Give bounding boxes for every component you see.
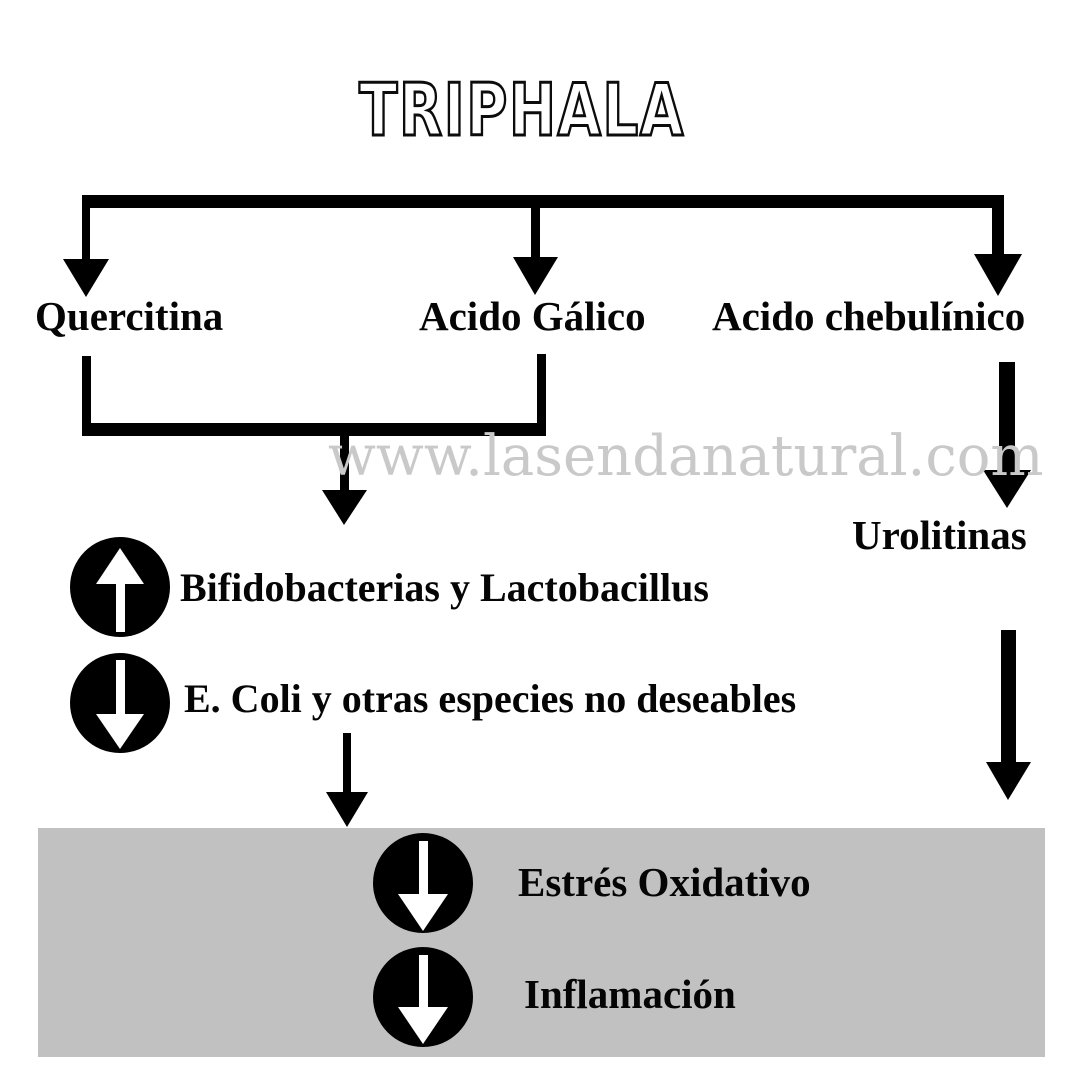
branch-center-stem (531, 208, 540, 261)
urolitinas-arrowhead-icon (986, 762, 1031, 800)
branch-left-arrowhead-icon (63, 259, 109, 297)
watermark: www.lasendanatural.com (328, 424, 1044, 489)
page-title: TRIPHALA (358, 67, 685, 154)
branch-right-stem (992, 195, 1004, 257)
quercitina-galico-bracket (82, 354, 546, 525)
metabolite-label-urolitinas: Urolitinas (852, 512, 1027, 558)
branch-center-arrowhead-icon (513, 257, 558, 295)
outcome-box (38, 828, 1045, 1057)
branch-right-arrowhead-icon (974, 254, 1022, 296)
bracket-horizontal-bar (82, 423, 546, 436)
oxidative-stress-decrease-badge down-arrow-icon (373, 833, 473, 933)
bracket-down-arrowhead-icon (322, 490, 367, 525)
increase-badge up-arrow-icon (70, 537, 170, 637)
microbiome-arrowhead-icon (326, 792, 368, 827)
bracket-right-vertical (537, 354, 546, 435)
microbiome-down-arrow (326, 733, 368, 827)
urolitinas-arrow-stem (1001, 630, 1016, 765)
chebulinico-arrowhead-icon (983, 470, 1031, 508)
urolitinas-down-arrow (986, 630, 1031, 800)
gut-effect-label-decrease: E. Coli y otras especies no deseables (184, 676, 797, 721)
branch-label-acido-chebulinico: Acido chebulínico (712, 293, 1026, 339)
microbiome-arrow-stem (343, 733, 351, 794)
decrease-badge down-arrow-icon (70, 653, 170, 753)
triphala-branch-connector (63, 195, 1022, 297)
bracket-left-vertical (82, 356, 91, 435)
chebulinico-down-arrow (983, 362, 1031, 508)
branch-label-quercitina: Quercitina (35, 293, 224, 339)
outcome-label-estres-oxidativo: Estrés Oxidativo (518, 859, 811, 905)
branch-label-acido-galico: Acido Gálico (419, 293, 646, 339)
inflammation-decrease-badge down-arrow-icon (373, 947, 473, 1047)
chebulinico-arrow-stem (999, 362, 1015, 472)
branch-horizontal-bar (82, 195, 1004, 208)
outcome-label-inflamacion: Inflamación (524, 971, 736, 1017)
bracket-down-stem (340, 436, 349, 493)
gut-effect-label-increase: Bifidobacterias y Lactobacillus (180, 565, 709, 610)
branch-left-stem (82, 195, 90, 263)
